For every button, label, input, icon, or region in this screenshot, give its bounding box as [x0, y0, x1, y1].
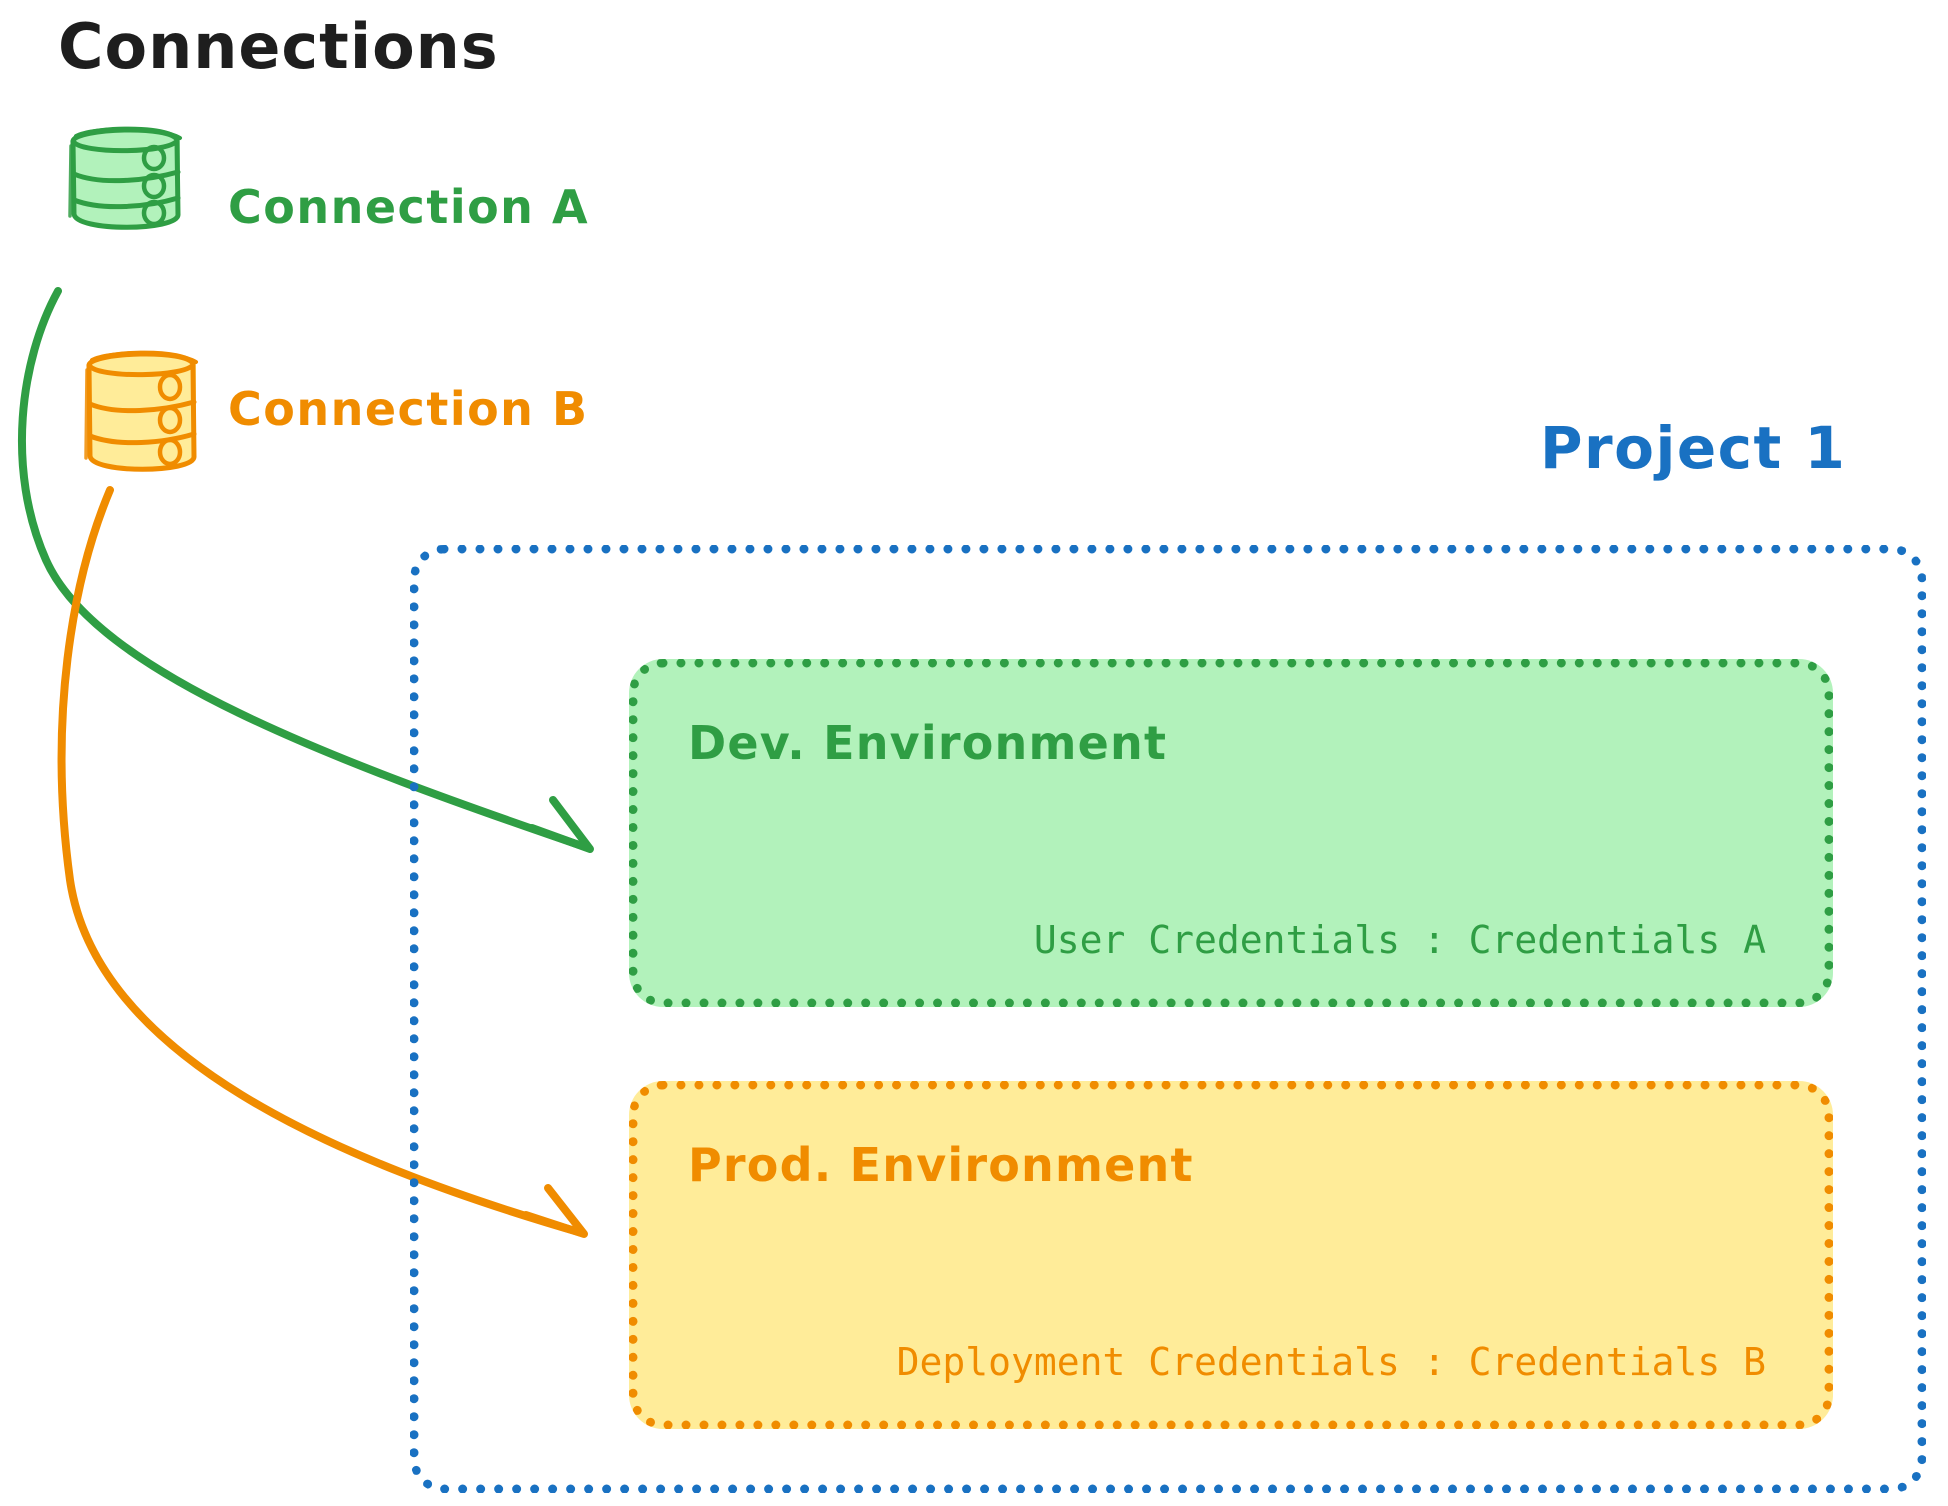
- project-container: Dev. Environment User Credentials : Cred…: [410, 545, 1926, 1493]
- database-cylinder-icon-connection-b[interactable]: [84, 350, 198, 472]
- dev-environment-title: Dev. Environment: [688, 716, 1168, 770]
- arrow-connection-b-to-prod: [57, 486, 588, 1238]
- dev-environment-card[interactable]: Dev. Environment User Credentials : Cred…: [629, 659, 1833, 1007]
- connection-a-label: Connection A: [228, 180, 590, 234]
- database-cylinder-icon-connection-a[interactable]: [68, 126, 182, 230]
- prod-environment-card[interactable]: Prod. Environment Deployment Credentials…: [629, 1081, 1833, 1429]
- prod-environment-credentials: Deployment Credentials : Credentials B: [896, 1340, 1766, 1384]
- connection-b-label: Connection B: [228, 382, 589, 436]
- page-title: Connections: [58, 10, 499, 83]
- prod-environment-title: Prod. Environment: [688, 1138, 1194, 1192]
- dev-environment-credentials: User Credentials : Credentials A: [1033, 918, 1766, 962]
- project-title: Project 1: [1540, 414, 1847, 482]
